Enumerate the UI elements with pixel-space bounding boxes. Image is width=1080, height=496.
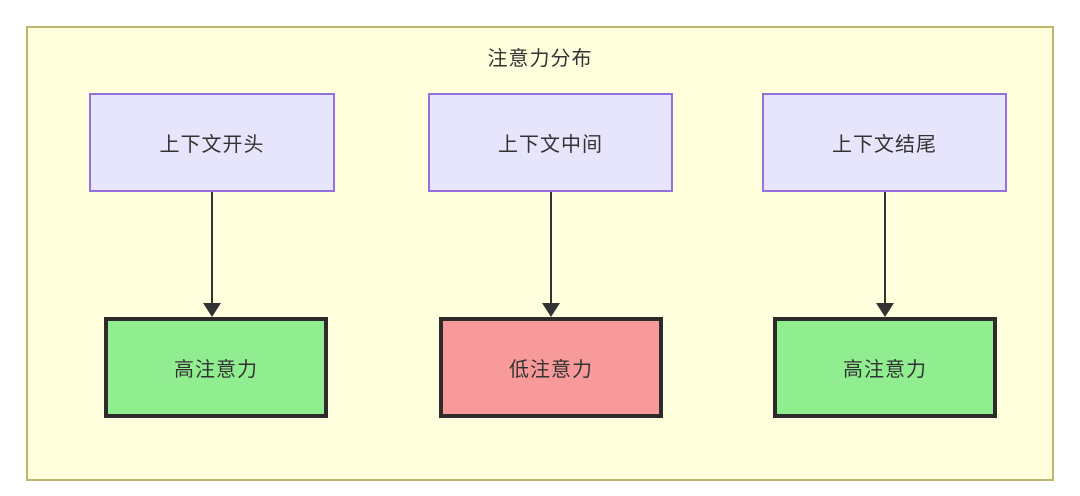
node-label: 上下文结尾 bbox=[832, 134, 937, 156]
arrowhead-icon bbox=[876, 303, 894, 317]
node-context-middle[interactable]: 上下文中间 bbox=[428, 93, 673, 192]
subgraph-title: 注意力分布 bbox=[487, 48, 593, 70]
node-high-attention-start[interactable]: 高注意力 bbox=[104, 317, 328, 418]
node-label: 上下文开头 bbox=[159, 134, 265, 156]
edge-context-start-to-high-attention bbox=[211, 192, 213, 305]
node-label: 低注意力 bbox=[509, 359, 593, 381]
node-context-end[interactable]: 上下文结尾 bbox=[762, 93, 1007, 192]
edge-context-end-to-high-attention bbox=[884, 192, 886, 305]
edge-context-middle-to-low-attention bbox=[550, 192, 552, 305]
arrowhead-icon bbox=[542, 303, 560, 317]
node-low-attention-middle[interactable]: 低注意力 bbox=[439, 317, 663, 418]
node-label: 高注意力 bbox=[174, 359, 258, 381]
node-label: 上下文中间 bbox=[498, 134, 603, 156]
arrowhead-icon bbox=[203, 303, 221, 317]
node-context-start[interactable]: 上下文开头 bbox=[89, 93, 335, 192]
node-label: 高注意力 bbox=[843, 359, 927, 381]
node-high-attention-end[interactable]: 高注意力 bbox=[773, 317, 997, 418]
